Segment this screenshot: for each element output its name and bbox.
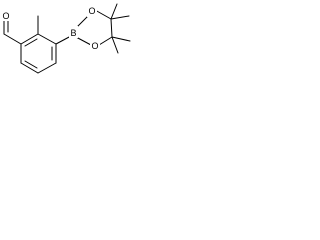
boron-bg xyxy=(69,26,78,38)
ring-bond-c4-c5 xyxy=(20,62,39,74)
benzene-ring xyxy=(20,33,57,74)
ring-oxygen-lower-label: O xyxy=(91,41,98,51)
molecule-structure-diagram: O B O O xyxy=(1,3,131,74)
boron-label: B xyxy=(70,28,76,38)
methyl-lower-2 xyxy=(111,36,119,54)
ring-bond-c1-c2 xyxy=(37,33,57,45)
ring-oxygen-lower-bg xyxy=(90,40,100,52)
oxygen-lower-carbon-bond xyxy=(98,36,113,46)
aldehyde-carbon-bond xyxy=(3,33,22,45)
ring-bond-c3-c4 xyxy=(37,62,57,74)
quaternary-carbon-bond xyxy=(110,18,113,38)
aldehyde-oxygen-bg xyxy=(1,10,11,21)
ring-double-bond-inner-3 xyxy=(24,38,38,47)
methyl-lower-1 xyxy=(111,36,131,42)
methyl-upper-2 xyxy=(110,15,130,20)
aldehyde-group: O xyxy=(1,10,22,45)
ring-oxygen-upper-label: O xyxy=(88,6,95,16)
pinacol-boronate-ester: B O O xyxy=(55,3,131,54)
carbon-boron-bond xyxy=(55,35,72,45)
ring-double-bond-inner-2 xyxy=(24,60,38,69)
oxygen-upper-carbon-bond xyxy=(94,9,112,20)
aldehyde-oxygen-label: O xyxy=(2,11,9,21)
boron-oxygen-lower-bond xyxy=(75,36,92,46)
ring-bond-c6-c1 xyxy=(20,33,39,45)
ring-oxygen-upper-bg xyxy=(87,5,97,17)
methyl-upper-1 xyxy=(110,3,118,20)
